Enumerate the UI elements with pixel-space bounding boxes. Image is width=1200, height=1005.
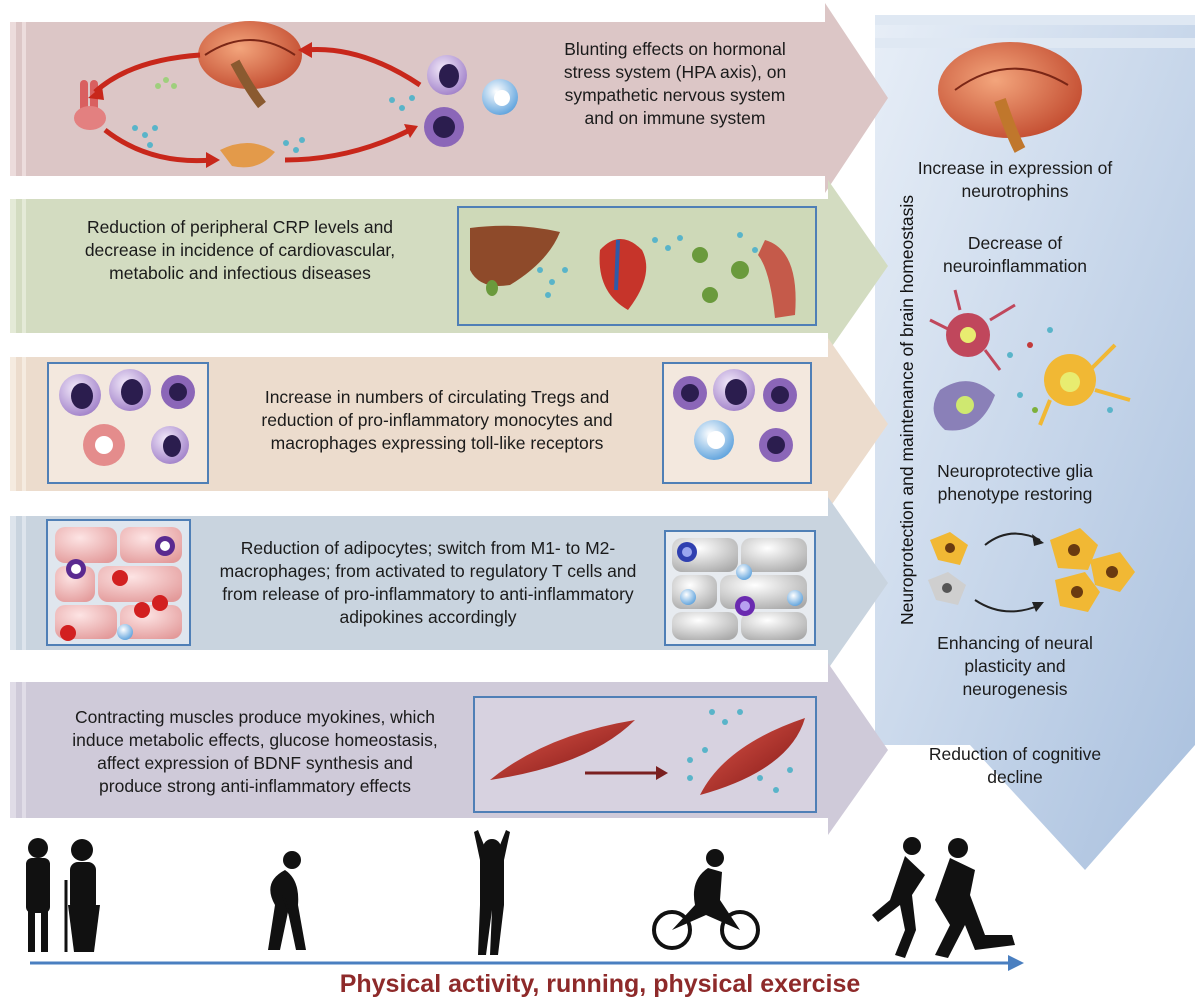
stretching-person-icon — [474, 830, 510, 955]
neurogenesis-icon — [928, 528, 1135, 613]
footer-label: Physical activity, running, physical exe… — [339, 970, 861, 998]
brain-homeostasis-arrow — [875, 15, 1195, 870]
hpa-cycle-illustration — [74, 21, 518, 168]
runners-icon — [872, 837, 1015, 958]
right-item-glia: Neuroprotective glia phenotype restoring — [937, 461, 1093, 504]
glia-neuron-icon — [929, 289, 1131, 431]
adipocytes-inset-left — [46, 519, 191, 646]
organs-inset — [457, 206, 817, 326]
heart-icon — [599, 239, 647, 310]
band-crp-text: Reduction of peripheral CRP levels and d… — [84, 217, 396, 283]
silhouettes — [26, 830, 1015, 958]
band-myo-text: Contracting muscles produce myokines, wh… — [72, 707, 438, 796]
band-hpa-text: Blunting effects on hormonal stress syst… — [563, 39, 787, 128]
right-item-plasticity: Enhancing of neural plasticity and neuro… — [937, 633, 1093, 699]
golfer-icon — [268, 851, 306, 950]
right-item-cognitive: Reduction of cognitive decline — [928, 744, 1102, 787]
immune-cells-inset-left — [47, 362, 209, 484]
liver-icon — [470, 225, 560, 286]
muscle-inset — [473, 696, 817, 813]
right-item-neurotrophins: Increase in expression of neurotrophins — [917, 158, 1113, 201]
bacteria-icon — [692, 247, 708, 263]
contracting-muscle-icon — [700, 718, 805, 795]
immune-cells-inset-right — [662, 362, 812, 484]
right-item-neuroinflammation: Decrease of neuroinflammation — [943, 233, 1087, 276]
cyclist-icon — [652, 849, 760, 950]
artery-icon — [758, 240, 796, 318]
vertical-brain-homeostasis-label: Neuroprotection and maintenance of brain… — [897, 195, 917, 625]
elderly-couple-icon — [26, 838, 100, 952]
band-tregs-text: Increase in numbers of circulating Tregs… — [261, 387, 613, 453]
brain-icon — [198, 21, 302, 89]
organ-icon — [220, 142, 275, 168]
right-brain-icon — [938, 42, 1082, 153]
band-adipo-text: Reduction of adipocytes; switch from M1-… — [219, 538, 637, 627]
relaxed-muscle-icon — [490, 720, 635, 780]
activity-axis-arrow — [30, 955, 1024, 971]
adipocytes-inset-right — [664, 530, 816, 646]
